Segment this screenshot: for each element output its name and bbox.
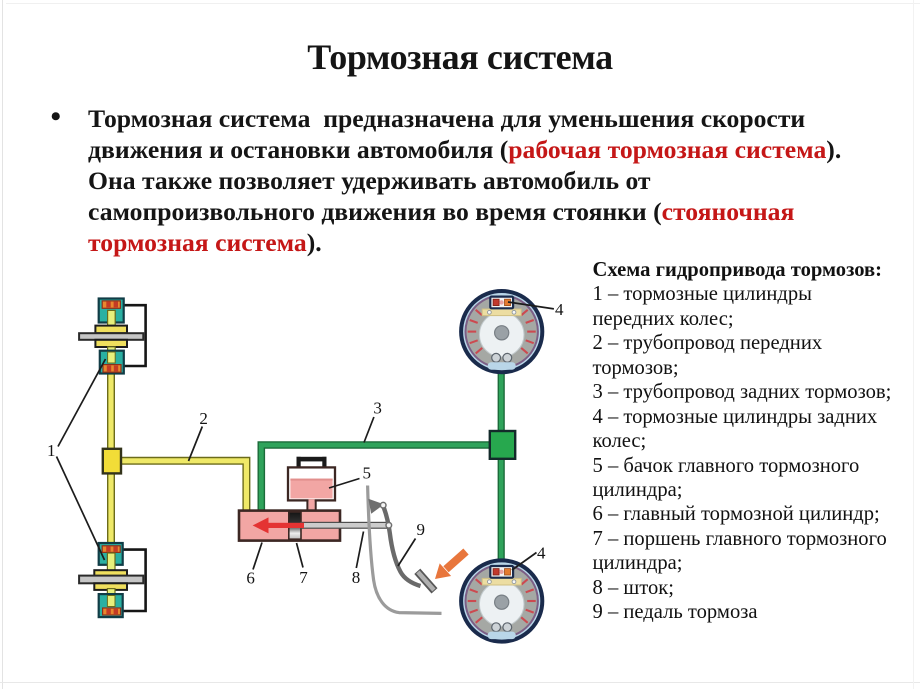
svg-text:4: 4 xyxy=(537,544,546,563)
svg-text:3: 3 xyxy=(373,399,382,418)
svg-text:1: 1 xyxy=(47,441,56,460)
svg-text:4: 4 xyxy=(555,300,564,319)
svg-text:5: 5 xyxy=(363,464,372,483)
svg-text:8: 8 xyxy=(352,568,361,587)
svg-text:6: 6 xyxy=(246,569,255,588)
svg-text:9: 9 xyxy=(417,520,426,539)
svg-text:7: 7 xyxy=(299,568,308,587)
svg-text:2: 2 xyxy=(199,409,208,428)
